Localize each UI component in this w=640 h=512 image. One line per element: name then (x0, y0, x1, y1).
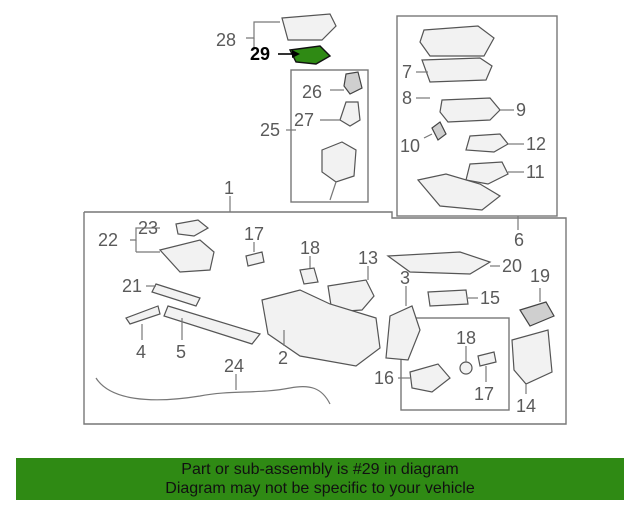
arrow-29 (292, 50, 300, 58)
part-21-trim-strip (151, 283, 201, 307)
info-banner: Part or sub-assembly is #29 in diagram D… (16, 458, 624, 500)
part-23-cupholder (175, 219, 210, 237)
callout-5: 5 (176, 342, 186, 362)
parts-diagram: 28 29 26 27 25 1 7 8 9 10 12 11 6 23 22 … (83, 13, 567, 425)
callout-13: 13 (358, 248, 378, 268)
banner-line-2: Diagram may not be specific to your vehi… (165, 480, 475, 497)
leader-10 (423, 133, 433, 139)
callout-22: 22 (98, 230, 118, 250)
exploded-view-svg: 28 29 26 27 25 1 7 8 9 10 12 11 6 23 22 … (83, 13, 567, 425)
callout-24: 24 (224, 356, 244, 376)
callout-26: 26 (302, 82, 322, 102)
part-22-holder (158, 239, 215, 273)
callout-4: 4 (136, 342, 146, 362)
part-17b-clip (477, 351, 497, 367)
part-armrest-base (421, 57, 493, 83)
callout-18-lower: 18 (456, 328, 476, 348)
part-24-harness (95, 377, 331, 405)
part-5-trim (163, 305, 262, 345)
callout-14: 14 (516, 396, 536, 416)
callout-18-upper: 18 (300, 238, 320, 258)
part-armrest-lid (419, 25, 495, 57)
part-27-boot (339, 101, 361, 127)
callout-1: 1 (224, 178, 234, 198)
callout-19: 19 (530, 266, 550, 286)
shifter-cable (329, 181, 337, 201)
part-9-bin (439, 97, 501, 123)
callout-10: 10 (400, 136, 420, 156)
part-18-clip (299, 267, 319, 285)
part-14-side-panel (511, 329, 553, 385)
part-3-bracket (385, 305, 421, 361)
callout-17-upper: 17 (244, 224, 264, 244)
callout-21: 21 (122, 276, 142, 296)
part-20-trim (386, 251, 492, 275)
part-16-switch (409, 363, 451, 393)
callout-9: 9 (516, 100, 526, 120)
callout-25: 25 (260, 120, 280, 140)
part-28-tray (281, 13, 337, 41)
leader-28 (246, 21, 280, 39)
callout-29: 29 (250, 44, 270, 64)
part-11-bracket (465, 161, 509, 185)
callout-17-lower: 17 (474, 384, 494, 404)
shifter-subassembly-frame (290, 69, 369, 203)
part-29-insert-highlighted (288, 45, 332, 65)
armrest-subassembly-frame (396, 15, 558, 217)
part-6-bin-tray (416, 173, 502, 211)
callout-16: 16 (374, 368, 394, 388)
callout-6: 6 (514, 230, 524, 250)
callout-20: 20 (502, 256, 522, 276)
part-19-cover (519, 301, 555, 327)
leader-22 (130, 227, 160, 241)
part-2-console-body (261, 289, 381, 367)
callout-27: 27 (294, 110, 314, 130)
cupholder-subassembly-frame (400, 317, 510, 411)
part-26-knob (343, 71, 363, 95)
main-assembly-frame (83, 211, 567, 425)
banner-line-1: Part or sub-assembly is #29 in diagram (181, 461, 459, 478)
part-17-clip (245, 251, 265, 267)
callout-23: 23 (138, 218, 158, 238)
part-18b-clip (459, 361, 473, 375)
callout-15: 15 (480, 288, 500, 308)
part-15-panel (427, 289, 469, 307)
part-25-shifter (321, 141, 357, 183)
callout-28: 28 (216, 30, 236, 50)
callout-8: 8 (402, 88, 412, 108)
callout-2: 2 (278, 348, 288, 368)
callout-3: 3 (400, 268, 410, 288)
part-10-latch (431, 121, 447, 141)
part-4-trim (125, 305, 161, 325)
callout-12: 12 (526, 134, 546, 154)
callout-7: 7 (402, 62, 412, 82)
callout-11: 11 (526, 162, 545, 182)
part-12-plate (465, 133, 509, 153)
